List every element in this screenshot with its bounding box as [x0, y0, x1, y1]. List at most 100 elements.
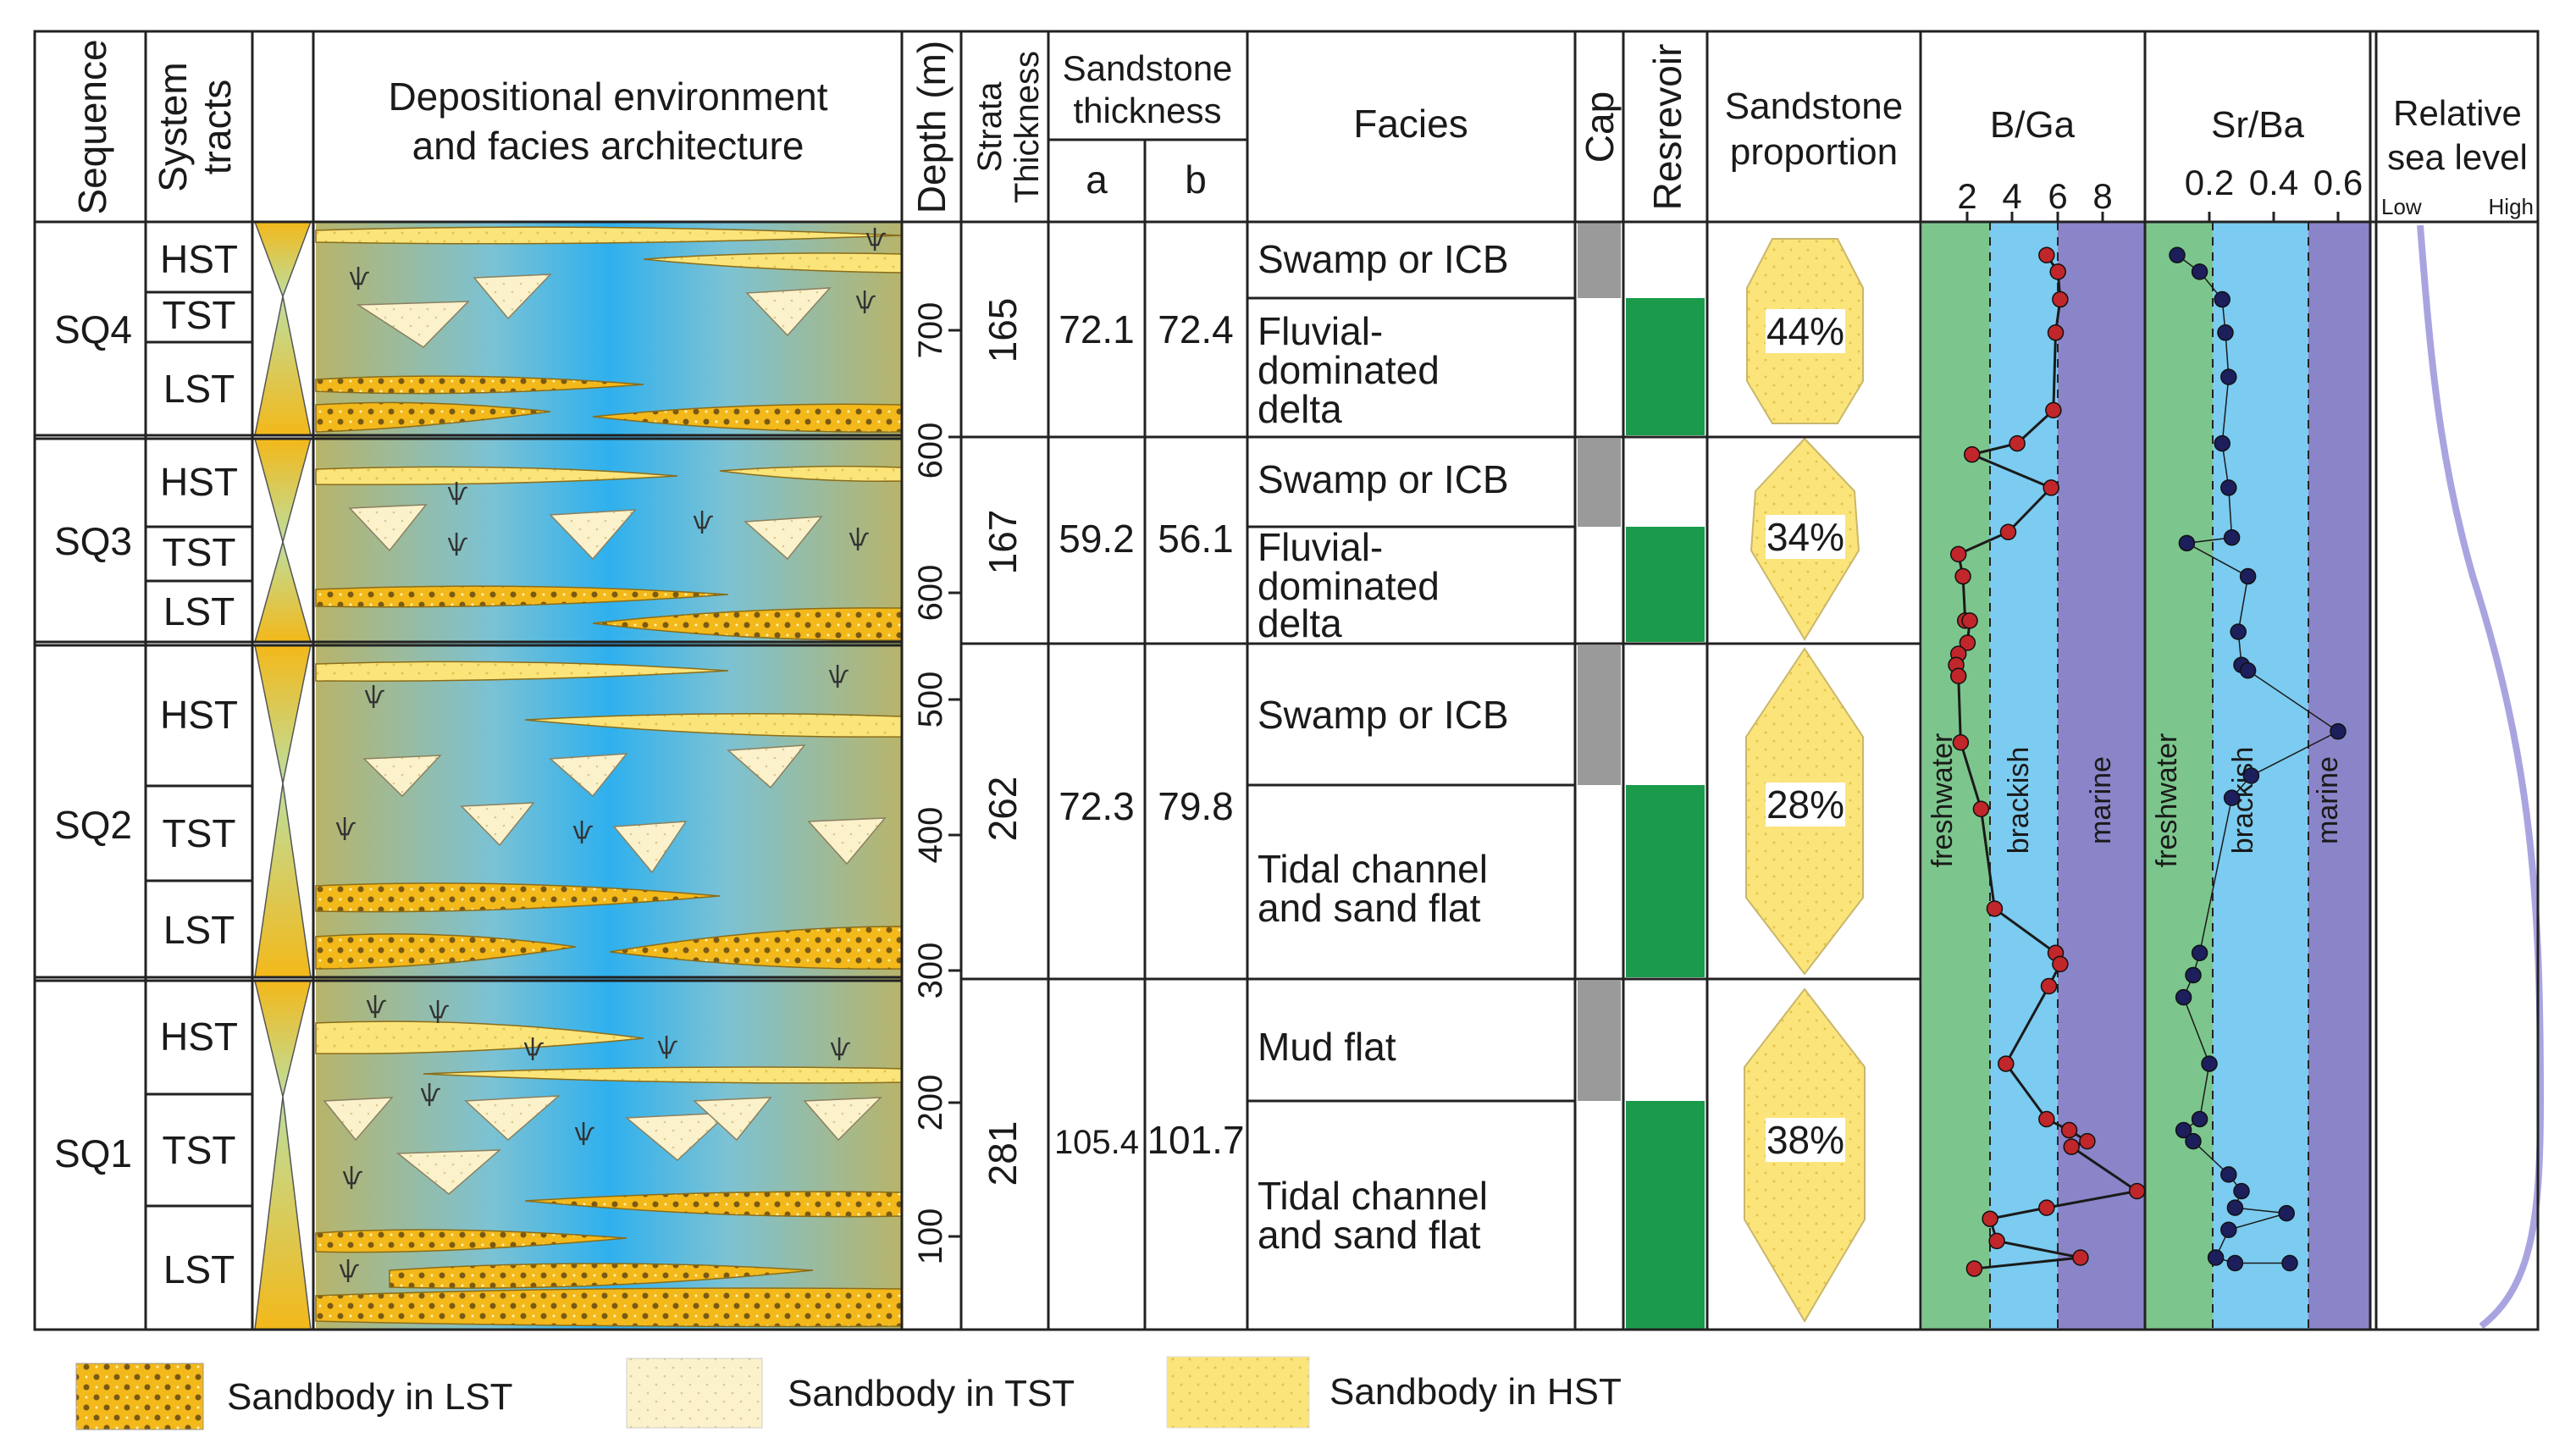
svg-text:ѱ: ѱ: [335, 813, 357, 841]
facies-label: Fluvial-: [1258, 309, 1383, 353]
sequence-label-sq1: SQ1: [54, 1131, 132, 1175]
svg-text:ѱ: ѱ: [366, 991, 387, 1019]
sea-level-high-label: High: [2489, 194, 2534, 219]
data-point: [2009, 434, 2026, 452]
data-point: [1952, 734, 1970, 751]
table-grid: [33, 30, 2540, 1331]
srba-zone-freshwater: freshwater: [2151, 733, 2183, 868]
proportion-sq2: 28%: [1766, 783, 1844, 827]
tract-labels: HST TST LST HST TST LST HST TST LST HST …: [160, 237, 238, 1291]
svg-text:ѱ: ѱ: [339, 1255, 360, 1283]
sandbody-lenses: [315, 226, 903, 1328]
header-environment-line1: Depositional environment: [388, 75, 827, 119]
cap-blocks: [1578, 222, 1621, 1101]
data-point: [2242, 767, 2260, 784]
sandstone-b-sq2: 79.8: [1158, 784, 1234, 828]
data-point: [2281, 1254, 2298, 1272]
depth-tick-label: 300: [912, 943, 949, 999]
data-point: [1961, 612, 1978, 629]
svg-text:ѱ: ѱ: [657, 1031, 678, 1059]
tract-label: TST: [163, 1128, 236, 1172]
svg-text:ѱ: ѱ: [855, 286, 876, 314]
proportion-sq4: 44%: [1766, 309, 1844, 353]
tract-triangles: [253, 221, 312, 1330]
svg-text:ѱ: ѱ: [574, 1118, 595, 1146]
proportion-sq3: 34%: [1766, 515, 1844, 559]
data-point: [1982, 1210, 1998, 1227]
data-point: [2278, 1204, 2295, 1222]
data-point: [2223, 789, 2241, 806]
svg-text:ѱ: ѱ: [447, 528, 468, 556]
depth-tick-label: 400: [912, 807, 949, 864]
sea-level-low-label: Low: [2381, 194, 2422, 219]
bga-zone-freshwater: freshwater: [1926, 733, 1959, 868]
reservoir-blocks: [1626, 298, 1705, 1330]
legend-swatch-lst: [75, 1363, 204, 1430]
tract-label: LST: [163, 1247, 235, 1291]
strata-thickness-sq1: 281: [981, 1121, 1025, 1186]
data-point: [2226, 1199, 2244, 1216]
bga-plot: [1948, 246, 2146, 1277]
tract-label: HST: [160, 237, 238, 281]
tst-sandbodies: [323, 274, 887, 1195]
data-point: [2169, 246, 2186, 263]
depth-tick-marks: [948, 329, 961, 1238]
data-point: [1954, 567, 1971, 585]
tract-label: HST: [160, 1015, 238, 1059]
facies-label: and sand flat: [1258, 1213, 1481, 1257]
facies-label: Fluvial-: [1258, 525, 1383, 569]
tract-label: TST: [163, 530, 236, 574]
data-point: [2220, 368, 2237, 385]
facies-label: delta: [1258, 601, 1342, 645]
header-sandstone-thickness-line2: thickness: [1073, 91, 1221, 130]
data-point: [2226, 1254, 2244, 1272]
svg-text:ѱ: ѱ: [828, 661, 849, 689]
data-point: [1988, 1232, 2005, 1250]
svg-text:ѱ: ѱ: [349, 263, 370, 290]
data-point: [2052, 290, 2069, 308]
srba-zone-marine: marine: [2312, 756, 2344, 844]
sequence-label-sq2: SQ2: [54, 803, 132, 847]
data-point: [1949, 545, 1967, 563]
data-point: [2045, 401, 2062, 419]
sandstone-a-sq1: 105.4: [1054, 1124, 1139, 1161]
sandstone-a-sq4: 72.1: [1059, 307, 1135, 351]
data-point: [2239, 661, 2257, 679]
data-point: [1972, 800, 1990, 817]
data-point: [2191, 263, 2208, 280]
data-point: [2191, 1110, 2208, 1128]
proportion-sq1: 38%: [1766, 1118, 1844, 1162]
facies-label: Swamp or ICB: [1258, 693, 1509, 737]
header-sandstone-thickness-line1: Sandstone: [1063, 48, 1233, 88]
sandstone-b-sq1: 101.7: [1147, 1118, 1244, 1162]
data-point: [2214, 290, 2231, 308]
bga-tick-label: 8: [2092, 176, 2112, 216]
svg-text:ѱ: ѱ: [523, 1033, 544, 1061]
facies-label: Tidal channel: [1258, 1174, 1488, 1218]
data-point: [2043, 479, 2059, 496]
header-sub-a: a: [1086, 158, 1108, 202]
depth-tick-label: 600: [912, 565, 949, 622]
header-sea-level-line1: Relative: [2393, 93, 2522, 133]
header-facies: Facies: [1353, 102, 1468, 146]
data-point: [1965, 1260, 1983, 1277]
data-point: [2185, 1132, 2202, 1150]
legend-swatch-tst: [626, 1358, 763, 1429]
data-point: [2239, 567, 2257, 585]
svg-text:ѱ: ѱ: [865, 224, 887, 252]
data-point: [2052, 955, 2069, 973]
data-point: [2207, 1249, 2225, 1266]
facies-labels: Swamp or ICB Fluvial- dominated delta Sw…: [1258, 237, 1509, 1257]
depth-tick-label: 500: [912, 672, 949, 728]
header-system-tracts-line1: System: [151, 62, 195, 191]
data-point: [2038, 1199, 2055, 1216]
sandstone-a-sq2: 72.3: [1059, 784, 1135, 828]
data-point: [2049, 263, 2066, 280]
legend-label-hst: Sandbody in HST: [1329, 1371, 1622, 1413]
depth-tick-label: 200: [912, 1075, 949, 1131]
header-strata-thickness-line1: Strata: [971, 81, 1009, 172]
data-point: [1986, 900, 2004, 917]
data-point: [2040, 977, 2058, 995]
sandstone-a-sq3: 59.2: [1059, 517, 1135, 561]
